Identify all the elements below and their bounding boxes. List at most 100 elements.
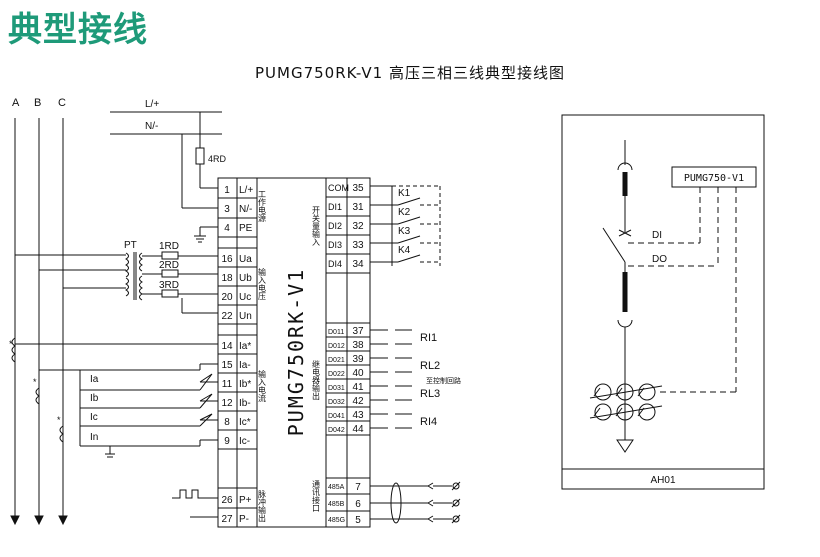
- left-terminal-row-1: 1 L/+: [218, 177, 257, 199]
- right-terminal-block: COM 35 DI1 31 DI2 32 DI3 33 DI4 34 D011 …: [326, 177, 370, 528]
- terminal-num: 32: [352, 221, 364, 232]
- terminal-label: D022: [328, 371, 345, 378]
- terminal-num: 41: [352, 382, 364, 393]
- ct-label-ib: Ib: [90, 393, 99, 404]
- phase-lines: A B C: [10, 97, 68, 526]
- di-contact-k4: K4: [398, 245, 411, 256]
- terminal-num: 31: [352, 202, 364, 213]
- terminal-label: D032: [328, 399, 345, 406]
- di-contacts: K1 K2 K3 K4: [370, 185, 441, 266]
- terminal-label: D011: [328, 329, 344, 336]
- terminal-label: Ua: [239, 254, 252, 265]
- device-model: PUMG750RK-V1: [284, 268, 308, 437]
- fuse-4rd-label: 4RD: [208, 154, 227, 164]
- left-terminal-row-4: 4 PE: [218, 223, 257, 238]
- terminal-label: Ib*: [239, 379, 251, 390]
- relay-rl2: RL2: [420, 360, 440, 372]
- right-group-captions: 开关量输入 继电器输出 通讯接口: [312, 206, 321, 512]
- cabinet-di-label: DI: [652, 230, 662, 241]
- terminal-label: D041: [328, 413, 345, 420]
- fuse-3rd-label: 3RD: [159, 280, 179, 291]
- relay-rl3: RL3: [420, 388, 440, 400]
- terminal-label: COM: [328, 183, 349, 193]
- svg-text:*: *: [9, 339, 13, 349]
- phase-label-b: B: [34, 97, 41, 109]
- pt-label: PT: [124, 240, 137, 251]
- fuse-4rd: [195, 147, 205, 165]
- group-voltage-input: 输入电压: [258, 267, 267, 301]
- phase-label-c: C: [58, 97, 66, 109]
- fuse-1rd-label: 1RD: [159, 241, 179, 252]
- terminal-label: 485G: [328, 517, 345, 524]
- group-comm-port: 通讯接口: [312, 479, 321, 512]
- terminal-num: 43: [352, 410, 364, 421]
- terminal-label: Un: [239, 311, 252, 322]
- terminal-label: P-: [239, 514, 249, 525]
- di-contact-k3: K3: [398, 226, 411, 237]
- group-relay-output: 继电器输出: [312, 359, 321, 401]
- pulse-signal: [172, 489, 218, 518]
- supply-n-label: N/-: [145, 121, 158, 132]
- cabinet-device-label: PUMG750-V1: [684, 173, 744, 184]
- terminal-num: 40: [352, 368, 364, 379]
- relay-outputs: RI1 RL2 至控制回路 RL3 RI4: [370, 329, 461, 429]
- terminal-num: 18: [221, 273, 233, 284]
- terminal-label: DI4: [328, 259, 342, 269]
- terminal-label: Ia*: [239, 341, 251, 352]
- terminal-label: Ic*: [239, 417, 251, 428]
- terminal-num: 44: [352, 424, 364, 435]
- group-switch-input: 开关量输入: [312, 206, 321, 246]
- terminal-num: 5: [355, 515, 361, 526]
- rs485-wiring: [370, 481, 461, 524]
- di-contact-k1: K1: [398, 188, 411, 199]
- ct-label-in: In: [90, 432, 98, 443]
- terminal-num: 1: [224, 185, 230, 196]
- terminal-num: 9: [224, 436, 230, 447]
- terminal-label: 485A: [328, 484, 345, 491]
- ct-section: * * * Ia Ib Ic In: [9, 337, 218, 458]
- header-title: 典型接线: [8, 10, 148, 50]
- power-supply: L/+ N/- 4RD: [110, 99, 227, 243]
- terminal-label: L/+: [239, 185, 253, 196]
- terminal-num: 35: [352, 183, 364, 194]
- terminal-num: 26: [221, 495, 233, 506]
- ct-label-ic: Ic: [90, 412, 98, 423]
- terminal-label: N/-: [239, 204, 252, 215]
- terminal-num: 11: [222, 379, 233, 390]
- terminal-num: 38: [352, 340, 364, 351]
- fuse-1rd: [161, 251, 179, 260]
- terminal-num: 15: [221, 360, 233, 371]
- terminal-label: D031: [328, 385, 345, 392]
- pt-section: PT 1RD 2RD 3RD: [15, 240, 218, 314]
- terminal-label: DI1: [328, 202, 342, 212]
- terminal-label: D021: [328, 357, 345, 364]
- terminal-label: Ia-: [239, 360, 251, 371]
- phase-label-a: A: [12, 97, 20, 109]
- fuse-2rd-label: 2RD: [159, 260, 179, 271]
- cabinet-do-label: DO: [652, 254, 667, 265]
- terminal-num: 4: [224, 223, 230, 234]
- svg-text:*: *: [33, 377, 37, 387]
- terminal-num: 42: [352, 396, 364, 407]
- relay-ri4: RI4: [420, 416, 437, 428]
- terminal-num: 3: [224, 204, 230, 215]
- terminal-label: PE: [239, 223, 253, 234]
- terminal-num: 6: [355, 499, 361, 510]
- svg-text:*: *: [57, 415, 61, 425]
- terminal-label: Uc: [239, 292, 251, 303]
- cabinet-name: AH01: [650, 475, 675, 486]
- terminal-num: 27: [221, 514, 233, 525]
- terminal-num: 39: [352, 354, 364, 365]
- terminal-label: Ic-: [239, 436, 250, 447]
- diagram-title: PUMG750RK-V1 高压三相三线典型接线图: [254, 64, 565, 82]
- terminal-label: DI2: [328, 221, 342, 231]
- left-group-captions: 工作电源 输入电压 输入电流 脉冲输出: [258, 190, 267, 523]
- terminal-num: 22: [221, 311, 233, 322]
- ct-label-ia: Ia: [90, 374, 99, 385]
- group-pulse-output: 脉冲输出: [258, 489, 267, 523]
- group-power: 工作电源: [258, 190, 267, 223]
- terminal-num: 34: [352, 259, 364, 270]
- terminal-label: DI3: [328, 240, 342, 250]
- fuse-3rd: [161, 289, 179, 298]
